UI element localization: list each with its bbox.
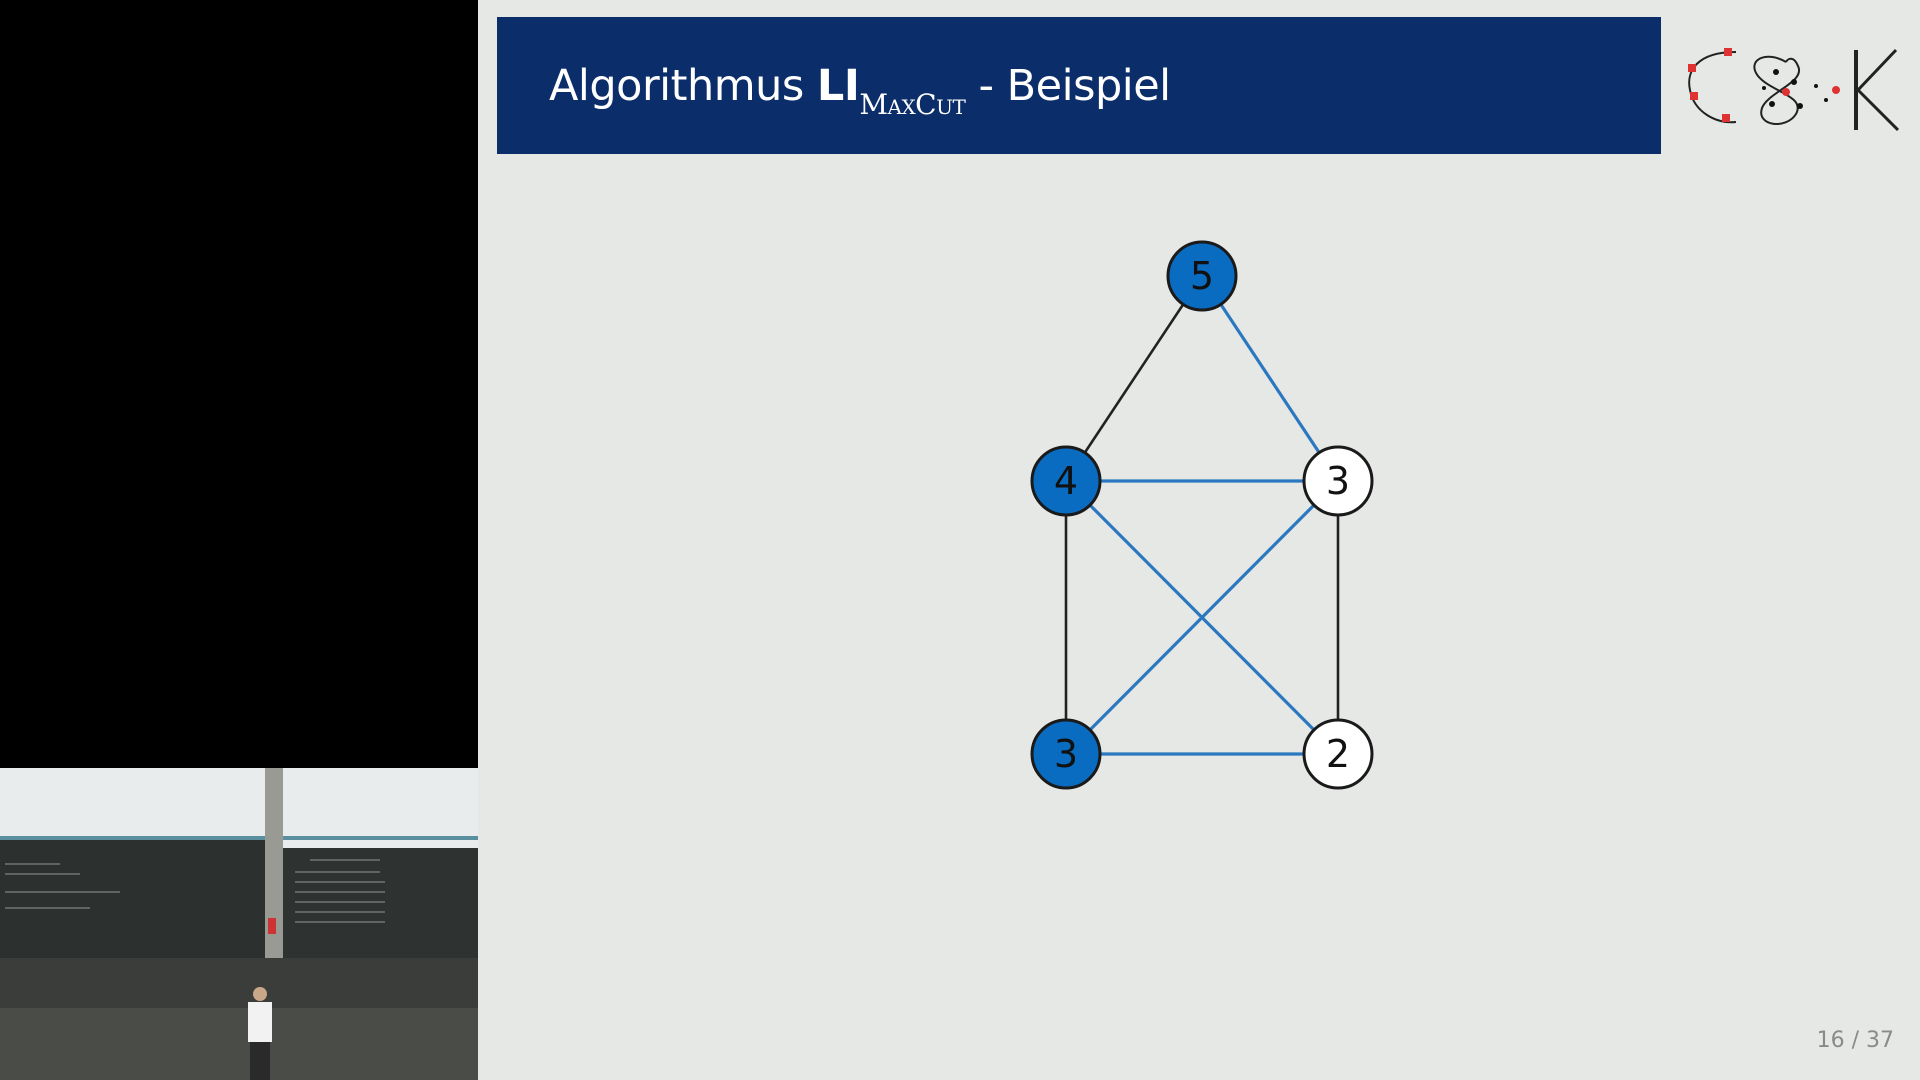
lecture-camera-feed xyxy=(0,768,478,1080)
title-bold: LI xyxy=(816,61,860,111)
graph-node-mid-left: 4 xyxy=(1030,445,1102,517)
page-total: 37 xyxy=(1866,1028,1894,1053)
title-rest: - Beispiel xyxy=(965,61,1171,111)
graph-node-label: 3 xyxy=(1326,459,1350,503)
graph-node-circle xyxy=(1302,445,1374,517)
graph-node-top: 5 xyxy=(1166,240,1238,312)
graph-node-circle xyxy=(1166,240,1238,312)
page-current: 16 xyxy=(1816,1028,1845,1053)
video-black-area xyxy=(0,0,478,768)
graph-edges xyxy=(1064,275,1340,756)
slide-title: Algorithmus LIMaxCut - Beispiel xyxy=(549,61,1171,121)
graph-edge-top-mid-left xyxy=(1064,275,1204,482)
graph-node-label: 4 xyxy=(1054,459,1078,503)
graph-nodes: 5 4 3 3 2 xyxy=(1030,240,1374,790)
graph-node-circle xyxy=(1030,718,1102,790)
lecturer-figure xyxy=(248,987,272,1080)
graph-node-label: 2 xyxy=(1326,732,1350,776)
graph-edge-top-mid-right xyxy=(1200,275,1340,482)
graph-node-mid-right: 3 xyxy=(1302,445,1374,517)
graph-node-label: 3 xyxy=(1054,732,1078,776)
graph-node-circle xyxy=(1302,718,1374,790)
title-subscript: MaxCut xyxy=(859,88,966,121)
lecture-hall-image xyxy=(0,768,478,1080)
slide-page-number: 16 / 37 xyxy=(1816,1028,1894,1053)
title-main: Algorithmus xyxy=(549,61,817,111)
graph-node-bottom-right: 2 xyxy=(1302,718,1374,790)
graph-node-circle xyxy=(1030,445,1102,517)
maxcut-graph: 5 4 3 3 2 xyxy=(1030,240,1374,790)
slide-title-bar: Algorithmus LIMaxCut - Beispiel xyxy=(497,17,1661,154)
graph-edge-mid-right-bottom-left xyxy=(1064,479,1340,756)
group-logo-icon xyxy=(1688,48,1900,132)
graph-node-label: 5 xyxy=(1190,254,1214,298)
presentation-slide: Algorithmus LIMaxCut - Beispiel 5 4 3 3 2 xyxy=(478,0,1920,1080)
graph-node-bottom-left: 3 xyxy=(1030,718,1102,790)
